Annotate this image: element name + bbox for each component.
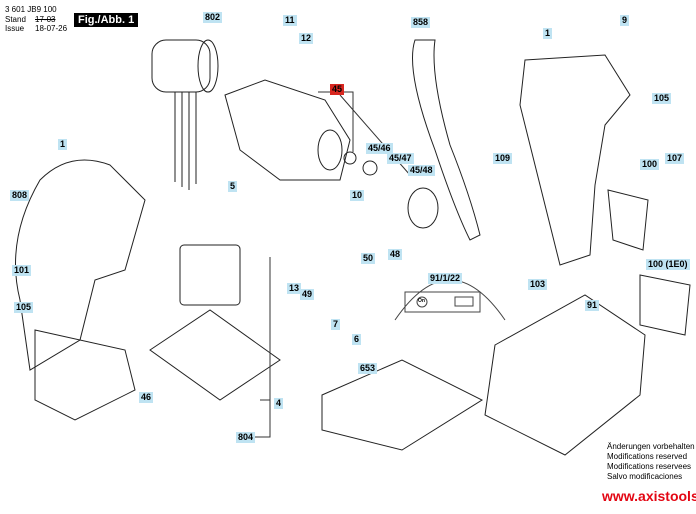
on-button-label: On — [418, 298, 425, 304]
note-en: Modifications reserved — [607, 452, 688, 461]
callout-45-46: 45/46 — [366, 143, 393, 154]
callout-808: 808 — [10, 190, 30, 201]
callout-858: 858 — [411, 17, 431, 28]
callout-105-left: 105 — [14, 302, 34, 313]
rings — [343, 151, 439, 229]
callout-91-1-22: 91/1/22 — [428, 273, 463, 284]
callout-45-48: 45/48 — [408, 165, 435, 176]
callout-1-left: 1 — [58, 139, 68, 150]
modification-notes: Änderungen vorbehalten Modifications res… — [607, 442, 695, 482]
housing-left-1 — [15, 159, 146, 421]
part-number: 3 601 JB9 100 — [5, 5, 57, 14]
stand-value: 17-03 — [35, 15, 56, 24]
belt-clip-100 — [607, 189, 691, 336]
strap-858 — [412, 39, 481, 241]
callout-48: 48 — [388, 249, 403, 260]
gear-housing-45 — [224, 79, 351, 181]
callout-5: 5 — [228, 181, 238, 192]
callout-100: 100 — [640, 159, 660, 170]
callout-101: 101 — [12, 265, 32, 276]
callout-91: 91 — [585, 300, 600, 311]
leader-lines — [240, 91, 411, 438]
issue-label: Issue — [5, 24, 25, 33]
watermark-url: www.axistools.ru — [602, 488, 696, 504]
callout-4: 4 — [274, 398, 284, 409]
callout-12: 12 — [299, 33, 314, 44]
note-de: Änderungen vorbehalten — [607, 442, 695, 451]
callout-100-1e0: 100 (1E0) — [646, 259, 690, 270]
callout-9: 9 — [620, 15, 630, 26]
switch-5 — [149, 244, 281, 401]
callout-107: 107 — [665, 153, 685, 164]
housing-right-1 — [519, 54, 631, 266]
battery-91 — [484, 294, 646, 456]
callout-13: 13 — [287, 283, 302, 294]
stand-label: Stand — [5, 15, 26, 24]
issue-value: 18-07-26 — [35, 24, 68, 33]
callout-804: 804 — [236, 432, 256, 443]
callout-1-right: 1 — [543, 28, 553, 39]
callout-7: 7 — [331, 319, 341, 330]
note-es: Salvo modificaciones — [607, 472, 683, 481]
callout-45: 45 — [330, 84, 345, 95]
callout-11: 11 — [283, 15, 297, 26]
callout-50: 50 — [361, 253, 376, 264]
callout-49: 49 — [300, 289, 315, 300]
callout-653: 653 — [358, 363, 378, 374]
callout-103: 103 — [528, 279, 548, 290]
battery-inset — [394, 279, 506, 321]
callout-45-47: 45/47 — [387, 153, 414, 164]
figure-label: Fig./Abb. 1 — [74, 13, 139, 27]
callout-105-right: 105 — [652, 93, 672, 104]
callout-6: 6 — [352, 334, 362, 345]
callout-10: 10 — [350, 190, 365, 201]
callout-46: 46 — [139, 392, 154, 403]
motor-802 — [151, 39, 219, 190]
callout-802: 802 — [203, 12, 223, 23]
charger-653 — [321, 359, 484, 451]
callout-109: 109 — [493, 153, 513, 164]
note-fr: Modifications reservees — [607, 462, 692, 471]
